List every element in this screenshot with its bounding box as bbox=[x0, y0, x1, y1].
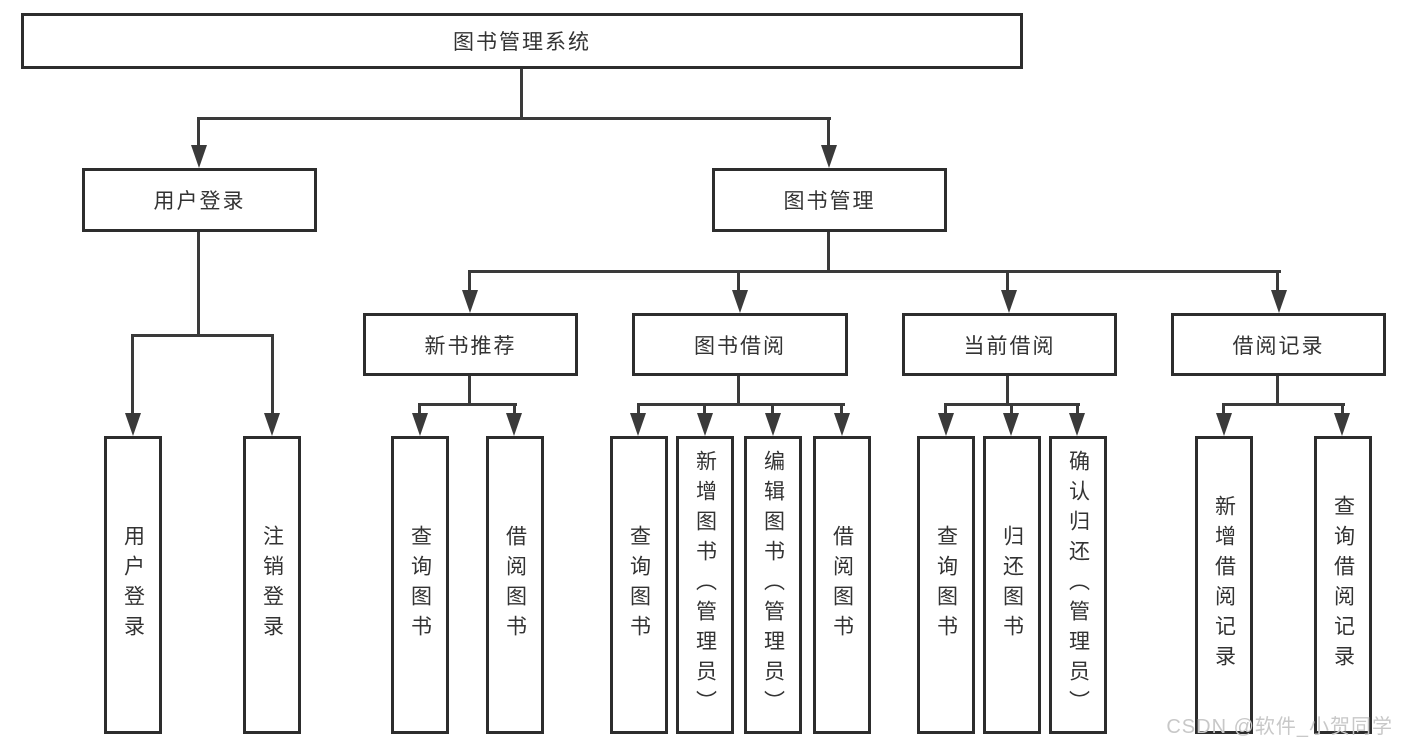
arrowhead-down-icon bbox=[938, 413, 954, 436]
leaf-add-borrow-record: 新增借阅记录 bbox=[1195, 436, 1253, 734]
connector-line bbox=[520, 69, 523, 120]
arrowhead-down-icon bbox=[462, 290, 478, 313]
connector-line bbox=[771, 403, 774, 419]
arrowhead-down-icon bbox=[191, 145, 207, 168]
connector-line bbox=[1341, 403, 1344, 419]
connector-line bbox=[737, 376, 740, 406]
node-new-book-recommendation: 新书推荐 bbox=[363, 313, 578, 376]
leaf-query-borrow-record: 查询借阅记录 bbox=[1314, 436, 1372, 734]
leaf-confirm-return-admin: 确认归还（管理员） bbox=[1049, 436, 1107, 734]
arrowhead-down-icon bbox=[1216, 413, 1232, 436]
connector-line bbox=[944, 403, 947, 419]
leaf-borrow-books-recommend: 借阅图书 bbox=[486, 436, 544, 734]
arrowhead-down-icon bbox=[1271, 290, 1287, 313]
connector-line bbox=[1010, 403, 1013, 419]
connector-line bbox=[468, 376, 471, 406]
connector-line bbox=[197, 117, 200, 151]
connector-line bbox=[197, 117, 831, 120]
arrowhead-down-icon bbox=[834, 413, 850, 436]
connector-line bbox=[468, 270, 471, 296]
node-library-management-system: 图书管理系统 bbox=[21, 13, 1023, 69]
arrowhead-down-icon bbox=[1001, 290, 1017, 313]
arrowhead-down-icon bbox=[732, 290, 748, 313]
arrowhead-down-icon bbox=[1003, 413, 1019, 436]
leaf-edit-books-admin: 编辑图书（管理员） bbox=[744, 436, 802, 734]
connector-line bbox=[1076, 403, 1079, 419]
connector-line bbox=[1006, 376, 1009, 406]
connector-line bbox=[468, 270, 1281, 273]
node-current-borrowing: 当前借阅 bbox=[902, 313, 1117, 376]
leaf-query-books-current: 查询图书 bbox=[917, 436, 975, 734]
leaf-query-books-borrowing: 查询图书 bbox=[610, 436, 668, 734]
leaf-borrow-books: 借阅图书 bbox=[813, 436, 871, 734]
arrowhead-down-icon bbox=[630, 413, 646, 436]
connector-line bbox=[1006, 270, 1009, 296]
connector-line bbox=[637, 403, 845, 406]
leaf-logout: 注销登录 bbox=[243, 436, 301, 734]
connector-line bbox=[1222, 403, 1225, 419]
node-book-management: 图书管理 bbox=[712, 168, 947, 232]
leaf-query-books-recommend: 查询图书 bbox=[391, 436, 449, 734]
node-book-borrowing: 图书借阅 bbox=[632, 313, 848, 376]
connector-line bbox=[1222, 403, 1345, 406]
csdn-watermark: CSDN @软件_小贺同学 bbox=[1166, 716, 1393, 738]
leaf-user-login: 用户登录 bbox=[104, 436, 162, 734]
arrowhead-down-icon bbox=[1334, 413, 1350, 436]
arrowhead-down-icon bbox=[1069, 413, 1085, 436]
arrowhead-down-icon bbox=[125, 413, 141, 436]
arrowhead-down-icon bbox=[697, 413, 713, 436]
arrowhead-down-icon bbox=[765, 413, 781, 436]
leaf-add-books-admin: 新增图书（管理员） bbox=[676, 436, 734, 734]
connector-line bbox=[418, 403, 421, 419]
connector-line bbox=[1276, 270, 1279, 296]
connector-line bbox=[1276, 376, 1279, 406]
connector-line bbox=[418, 403, 517, 406]
connector-line bbox=[637, 403, 640, 419]
connector-line bbox=[271, 334, 274, 420]
connector-line bbox=[131, 334, 134, 420]
arrowhead-down-icon bbox=[506, 413, 522, 436]
connector-line bbox=[703, 403, 706, 419]
arrowhead-down-icon bbox=[821, 145, 837, 168]
node-borrowing-records: 借阅记录 bbox=[1171, 313, 1386, 376]
arrowhead-down-icon bbox=[412, 413, 428, 436]
connector-line bbox=[197, 232, 200, 337]
connector-line bbox=[827, 117, 830, 151]
connector-line bbox=[840, 403, 843, 419]
arrowhead-down-icon bbox=[264, 413, 280, 436]
connector-line bbox=[131, 334, 274, 337]
connector-line bbox=[513, 403, 516, 419]
connector-line bbox=[827, 232, 830, 273]
connector-line bbox=[737, 270, 740, 296]
node-user-login: 用户登录 bbox=[82, 168, 317, 232]
leaf-return-books: 归还图书 bbox=[983, 436, 1041, 734]
